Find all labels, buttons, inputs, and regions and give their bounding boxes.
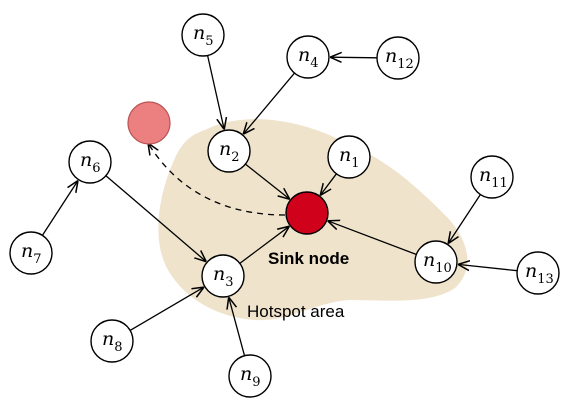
node-n5: n5 bbox=[181, 13, 225, 57]
node-circle bbox=[90, 319, 134, 363]
node-circle bbox=[181, 13, 225, 57]
edge-n3-to-sink bbox=[239, 226, 290, 264]
node-n6: n6 bbox=[68, 140, 112, 184]
node-circle bbox=[414, 240, 458, 284]
node-circle bbox=[376, 36, 420, 80]
node-label: n10 bbox=[423, 249, 452, 276]
node-circle bbox=[9, 231, 53, 275]
node-n12: n12 bbox=[376, 36, 420, 80]
edge-n2-to-sink bbox=[244, 163, 289, 199]
edge-n7-to-n6 bbox=[41, 181, 78, 236]
node-label: n7 bbox=[21, 240, 42, 267]
edge-n5-to-n2 bbox=[206, 55, 225, 130]
node-circle bbox=[207, 129, 251, 173]
node-n3: n3 bbox=[201, 254, 245, 298]
edges bbox=[41, 55, 518, 356]
node-label: n12 bbox=[385, 45, 414, 72]
edge-n10-to-sink bbox=[328, 221, 417, 256]
node-n10: n10 bbox=[414, 240, 458, 284]
node-label: n9 bbox=[240, 363, 261, 390]
node-circle bbox=[68, 140, 112, 184]
edge-n4-to-n2 bbox=[243, 72, 295, 134]
node-label: n13 bbox=[525, 260, 554, 287]
node-label: n5 bbox=[193, 22, 214, 49]
sink-node-label: Sink node bbox=[268, 249, 349, 268]
node-n4: n4 bbox=[286, 35, 330, 79]
edge-n12-to-n4 bbox=[330, 57, 378, 58]
edge-n6-to-n3 bbox=[105, 175, 206, 262]
node-n2: n2 bbox=[207, 129, 251, 173]
node-n7: n7 bbox=[9, 231, 53, 275]
node-n1: n1 bbox=[327, 135, 371, 179]
edge-n8-to-n3 bbox=[129, 287, 204, 331]
node-circle bbox=[470, 155, 514, 199]
node-circle bbox=[286, 35, 330, 79]
previous-sink-node bbox=[127, 101, 171, 145]
node-circle bbox=[201, 254, 245, 298]
node-circle bbox=[327, 135, 371, 179]
sink-node bbox=[285, 191, 329, 235]
node-label: n3 bbox=[213, 263, 234, 290]
hotspot-area-label: Hotspot area bbox=[247, 302, 345, 321]
edge-n9-to-n3 bbox=[229, 297, 246, 356]
node-n8: n8 bbox=[90, 319, 134, 363]
node-label: n11 bbox=[479, 164, 508, 191]
nodes: n1 n2 n3 n4 n5 n6 n7 n8 n9 n10 n11 n12 n13 bbox=[9, 13, 560, 398]
edge-n1-to-sink bbox=[320, 173, 337, 196]
node-label: n2 bbox=[219, 138, 240, 165]
node-n9: n9 bbox=[228, 354, 272, 398]
node-label: n4 bbox=[298, 44, 319, 71]
sink-move-arrow bbox=[148, 143, 286, 216]
edge-n13-to-n10 bbox=[458, 264, 518, 272]
node-circle bbox=[516, 251, 560, 295]
node-circle bbox=[228, 354, 272, 398]
node-n11: n11 bbox=[470, 155, 514, 199]
node-label: n6 bbox=[80, 149, 101, 176]
edge-n11-to-n10 bbox=[448, 194, 481, 244]
node-label: n8 bbox=[102, 328, 123, 355]
node-label: n1 bbox=[339, 144, 360, 171]
node-n13: n13 bbox=[516, 251, 560, 295]
